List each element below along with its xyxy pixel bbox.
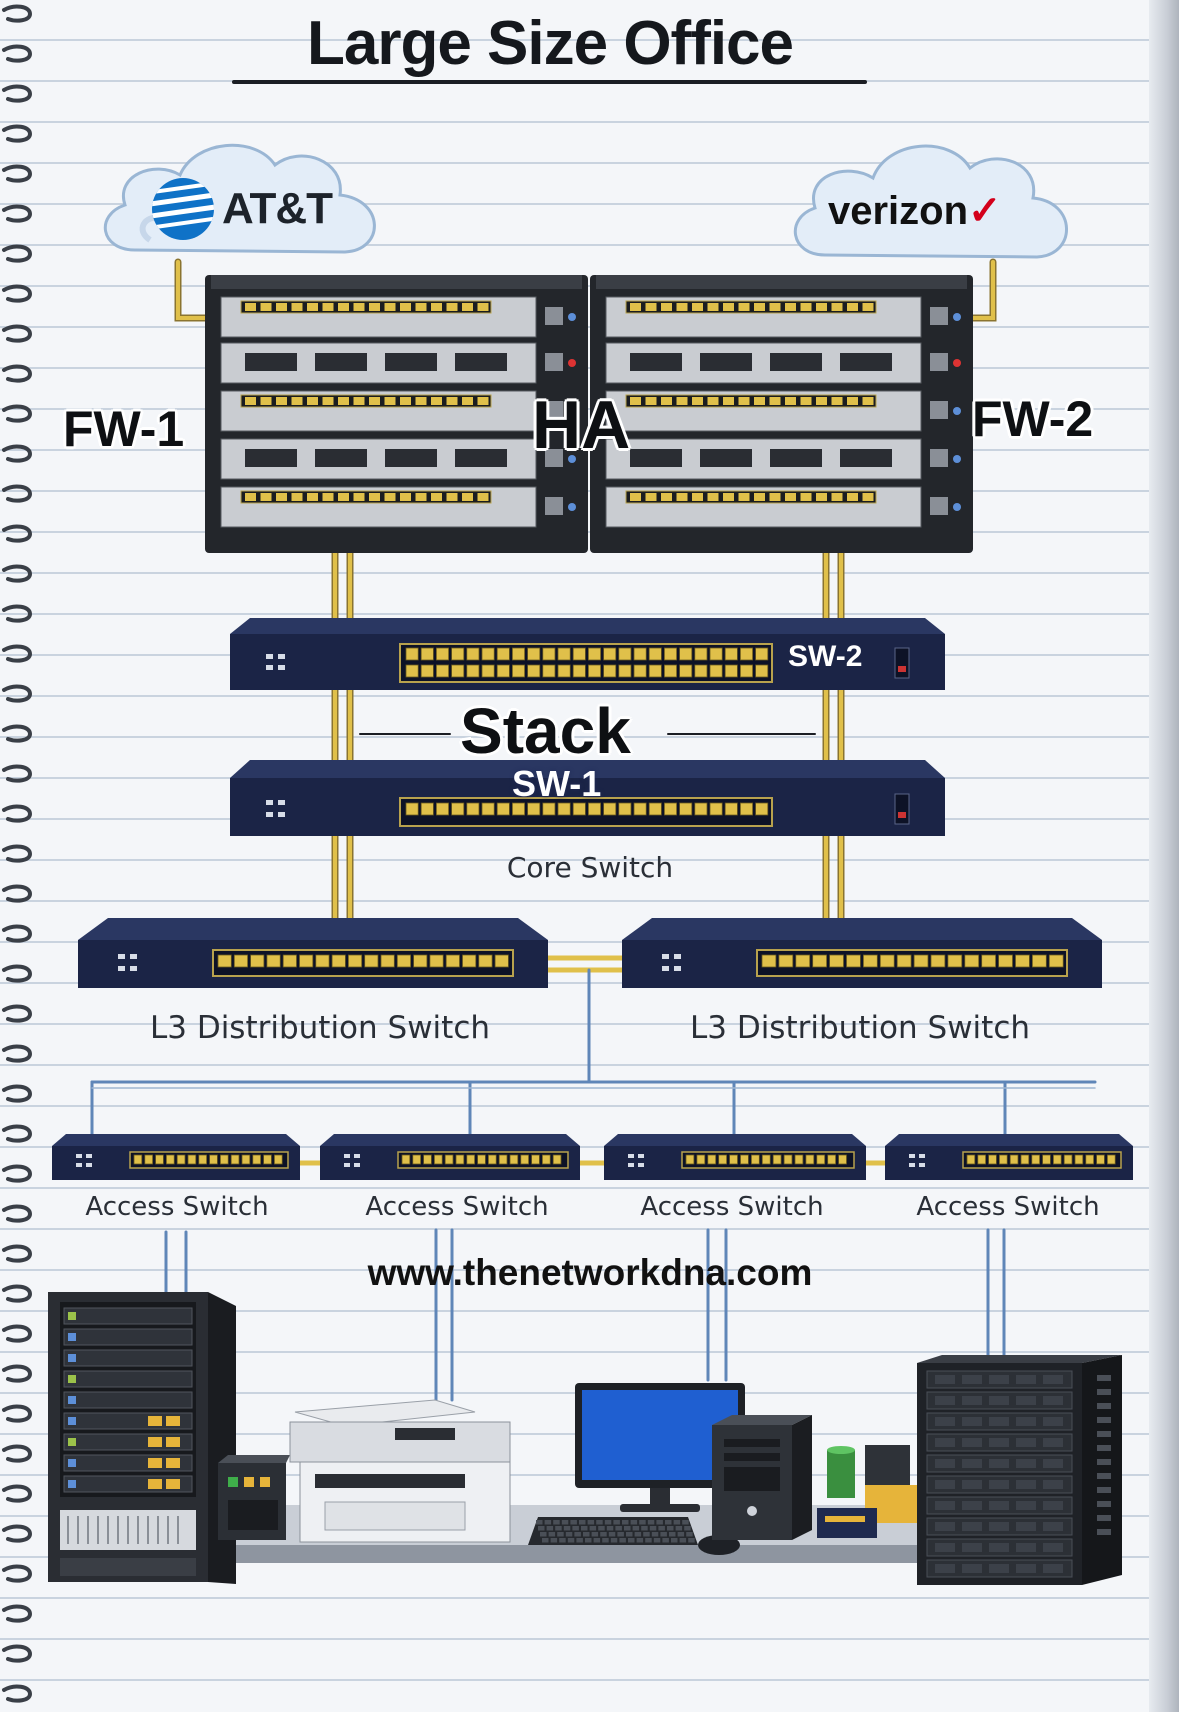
storage-drives bbox=[817, 1445, 917, 1538]
verizon-label: verizon✓ bbox=[828, 188, 1002, 234]
printer bbox=[289, 1399, 511, 1543]
spiral-binding bbox=[2, 4, 33, 1703]
ups-unit bbox=[218, 1455, 290, 1540]
distribution-switch-2 bbox=[622, 918, 1102, 988]
access-caption-2: Access Switch bbox=[365, 1192, 549, 1222]
fw1-label: FW-1 bbox=[63, 401, 185, 457]
access-caption-4: Access Switch bbox=[916, 1192, 1100, 1222]
access-switch-4 bbox=[885, 1134, 1133, 1180]
page-title: Large Size Office bbox=[306, 9, 794, 78]
title-underline bbox=[232, 80, 867, 84]
distribution-caption-1: L3 Distribution Switch bbox=[149, 1010, 491, 1046]
verizon-check-icon: ✓ bbox=[968, 189, 1002, 233]
sw2-label: SW-2 bbox=[788, 640, 863, 673]
sw1-label: SW-1 bbox=[512, 763, 602, 804]
server-rack-right bbox=[917, 1355, 1122, 1585]
access-switch-3 bbox=[604, 1134, 866, 1180]
mouse bbox=[698, 1535, 740, 1555]
keyboard bbox=[528, 1517, 698, 1545]
firewall-fw2 bbox=[590, 275, 973, 553]
page-edge bbox=[1149, 0, 1179, 1712]
verizon-cloud bbox=[793, 144, 1068, 259]
ha-label: HA bbox=[532, 387, 631, 463]
att-globe-icon bbox=[152, 178, 214, 240]
access-switch-1 bbox=[52, 1134, 300, 1180]
core-switch-caption: Core Switch bbox=[506, 851, 674, 884]
core-switch-sw1 bbox=[230, 760, 945, 836]
distribution-switch-1 bbox=[78, 918, 548, 988]
att-label: AT&T bbox=[222, 184, 333, 233]
server-rack-left bbox=[48, 1292, 236, 1584]
firewall-fw1 bbox=[205, 275, 588, 553]
access-caption-1: Access Switch bbox=[85, 1192, 269, 1222]
distribution-caption-2: L3 Distribution Switch bbox=[689, 1010, 1031, 1046]
verizon-name: verizon bbox=[828, 189, 969, 233]
access-caption-3: Access Switch bbox=[640, 1192, 824, 1222]
core-switch-sw2 bbox=[230, 618, 945, 690]
fw2-label: FW-2 bbox=[972, 391, 1094, 447]
desktop-tower bbox=[712, 1415, 812, 1540]
stack-label: Stack bbox=[460, 695, 631, 767]
website-url: www.thenetworkdna.com bbox=[367, 1252, 813, 1293]
access-switch-2 bbox=[320, 1134, 580, 1180]
